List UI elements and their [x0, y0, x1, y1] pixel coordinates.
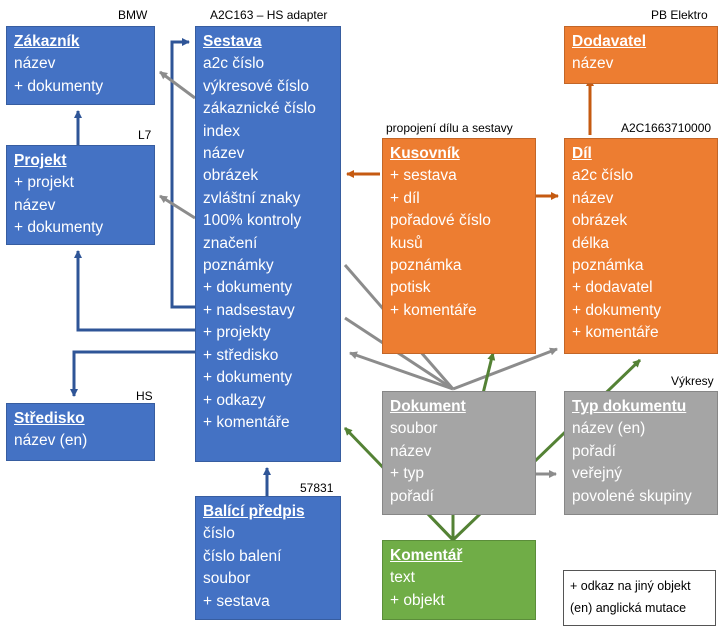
blue-links	[70, 38, 271, 496]
field: název	[14, 55, 56, 73]
entity-zakaznik: Zákazník název + dokumenty	[6, 26, 155, 105]
field: pořadí	[572, 442, 616, 460]
field: soubor	[203, 570, 251, 588]
field: + komentáře	[390, 301, 477, 319]
link-komentar-dokument	[428, 514, 455, 542]
label-hs: HS	[136, 389, 153, 403]
field: značení	[203, 234, 258, 252]
field: číslo balení	[203, 547, 282, 565]
entity-title: Dodavatel	[572, 33, 647, 50]
entity-title: Zákazník	[14, 33, 80, 50]
field: povolené skupiny	[572, 487, 692, 505]
field: + odkazy	[203, 391, 266, 409]
field: + dokumenty	[14, 77, 104, 95]
entity-title: Kusovník	[390, 145, 460, 162]
entity-komentar: Komentář text + objekt	[382, 540, 536, 620]
field: + nadsestavy	[203, 301, 295, 319]
field: + dokumenty	[203, 369, 293, 387]
field: pořadí	[390, 487, 434, 505]
field: název (en)	[572, 420, 646, 438]
entity-stredisko: Středisko název (en)	[6, 403, 155, 461]
field: číslo	[203, 525, 235, 543]
field: + sestava	[390, 167, 457, 185]
field: potisk	[390, 279, 431, 297]
label-sestava-name: A2C163 – HS adapter	[210, 8, 328, 22]
field: zvláštní znaky	[203, 189, 301, 207]
link-dokument-sestava-3	[349, 351, 454, 391]
label-balici: 57831	[300, 481, 334, 495]
legend: + odkaz na jiný objekt (en) anglická mut…	[563, 570, 716, 626]
field: název	[390, 442, 432, 460]
field: 100% kontroly	[203, 212, 302, 230]
field: text	[390, 569, 415, 587]
field: název (en)	[14, 432, 88, 450]
field: + komentáře	[203, 413, 290, 431]
field: + díl	[390, 189, 420, 207]
field: poznámka	[572, 257, 644, 275]
field: + projekt	[14, 174, 74, 192]
legend-reference: + odkaz na jiný objekt	[570, 579, 691, 593]
link-dokument-dil	[452, 347, 558, 391]
link-sestava-zakaznik	[159, 70, 196, 100]
field: + dokumenty	[203, 279, 293, 297]
entity-title: Středisko	[14, 410, 85, 427]
entity-title: Dokument	[390, 398, 466, 415]
field: délka	[572, 234, 610, 252]
field: + objekt	[390, 591, 445, 609]
field: soubor	[390, 420, 438, 438]
link-stredisko	[70, 350, 195, 397]
field: veřejný	[572, 465, 622, 483]
legend-english: (en) anglická mutace	[570, 601, 687, 615]
field: + komentáře	[572, 324, 659, 342]
field: název	[572, 55, 614, 73]
field: kusů	[390, 234, 423, 252]
field: + typ	[390, 465, 425, 483]
entity-title: Díl	[572, 145, 592, 162]
entity-dodavatel: Dodavatel název	[564, 26, 718, 84]
label-l7: L7	[138, 128, 152, 142]
field: + dokumenty	[572, 301, 662, 319]
field: název	[203, 145, 245, 163]
link-sestava-projekt	[159, 194, 196, 220]
link-projekty-projekt	[74, 250, 195, 332]
field: poznámka	[390, 257, 462, 275]
entity-balici-predpis: Balící předpis číslo číslo balení soubor…	[195, 496, 341, 620]
field: obrázek	[572, 212, 628, 230]
entity-title: Typ dokumentu	[572, 398, 687, 415]
entity-projekt: Projekt + projekt název + dokumenty	[6, 145, 155, 245]
entity-title: Projekt	[14, 152, 67, 169]
field: obrázek	[203, 167, 259, 185]
field: + projekty	[203, 324, 271, 342]
label-vykresy: Výkresy	[671, 374, 714, 388]
field: název	[572, 189, 614, 207]
entity-sestava: Sestava a2c číslo výkresové číslo zákazn…	[195, 26, 341, 462]
field: zákaznické číslo	[203, 100, 316, 118]
field: + sestava	[203, 592, 270, 610]
link-nadsestavy-sestava	[170, 38, 195, 309]
field: + dodavatel	[572, 279, 653, 297]
label-bmw: BMW	[118, 8, 148, 22]
field: výkresové číslo	[203, 77, 309, 95]
field: index	[203, 122, 241, 140]
label-elektro: PB Elektro	[651, 8, 708, 22]
entity-typ-dokumentu: Typ dokumentu název (en) pořadí veřejný …	[564, 391, 718, 515]
entity-kusovnik: Kusovník + sestava + díl pořadové číslo …	[382, 138, 536, 354]
label-dil: A2C1663710000	[621, 121, 712, 135]
entity-dil: Díl a2c číslo název obrázek délka poznám…	[564, 138, 718, 354]
entity-title: Komentář	[390, 547, 463, 564]
field: pořadové číslo	[390, 212, 491, 230]
field: název	[14, 196, 56, 214]
field: a2c číslo	[203, 55, 265, 73]
entity-title: Sestava	[203, 33, 262, 50]
field: a2c číslo	[572, 167, 634, 185]
field: + dokumenty	[14, 219, 104, 237]
field: + středisko	[203, 346, 279, 364]
entity-title: Balící předpis	[203, 503, 305, 520]
label-kusovnik: propojení dílu a sestavy	[386, 121, 513, 135]
entity-dokument: Dokument soubor název + typ pořadí	[382, 391, 536, 515]
field: poznámky	[203, 257, 274, 275]
